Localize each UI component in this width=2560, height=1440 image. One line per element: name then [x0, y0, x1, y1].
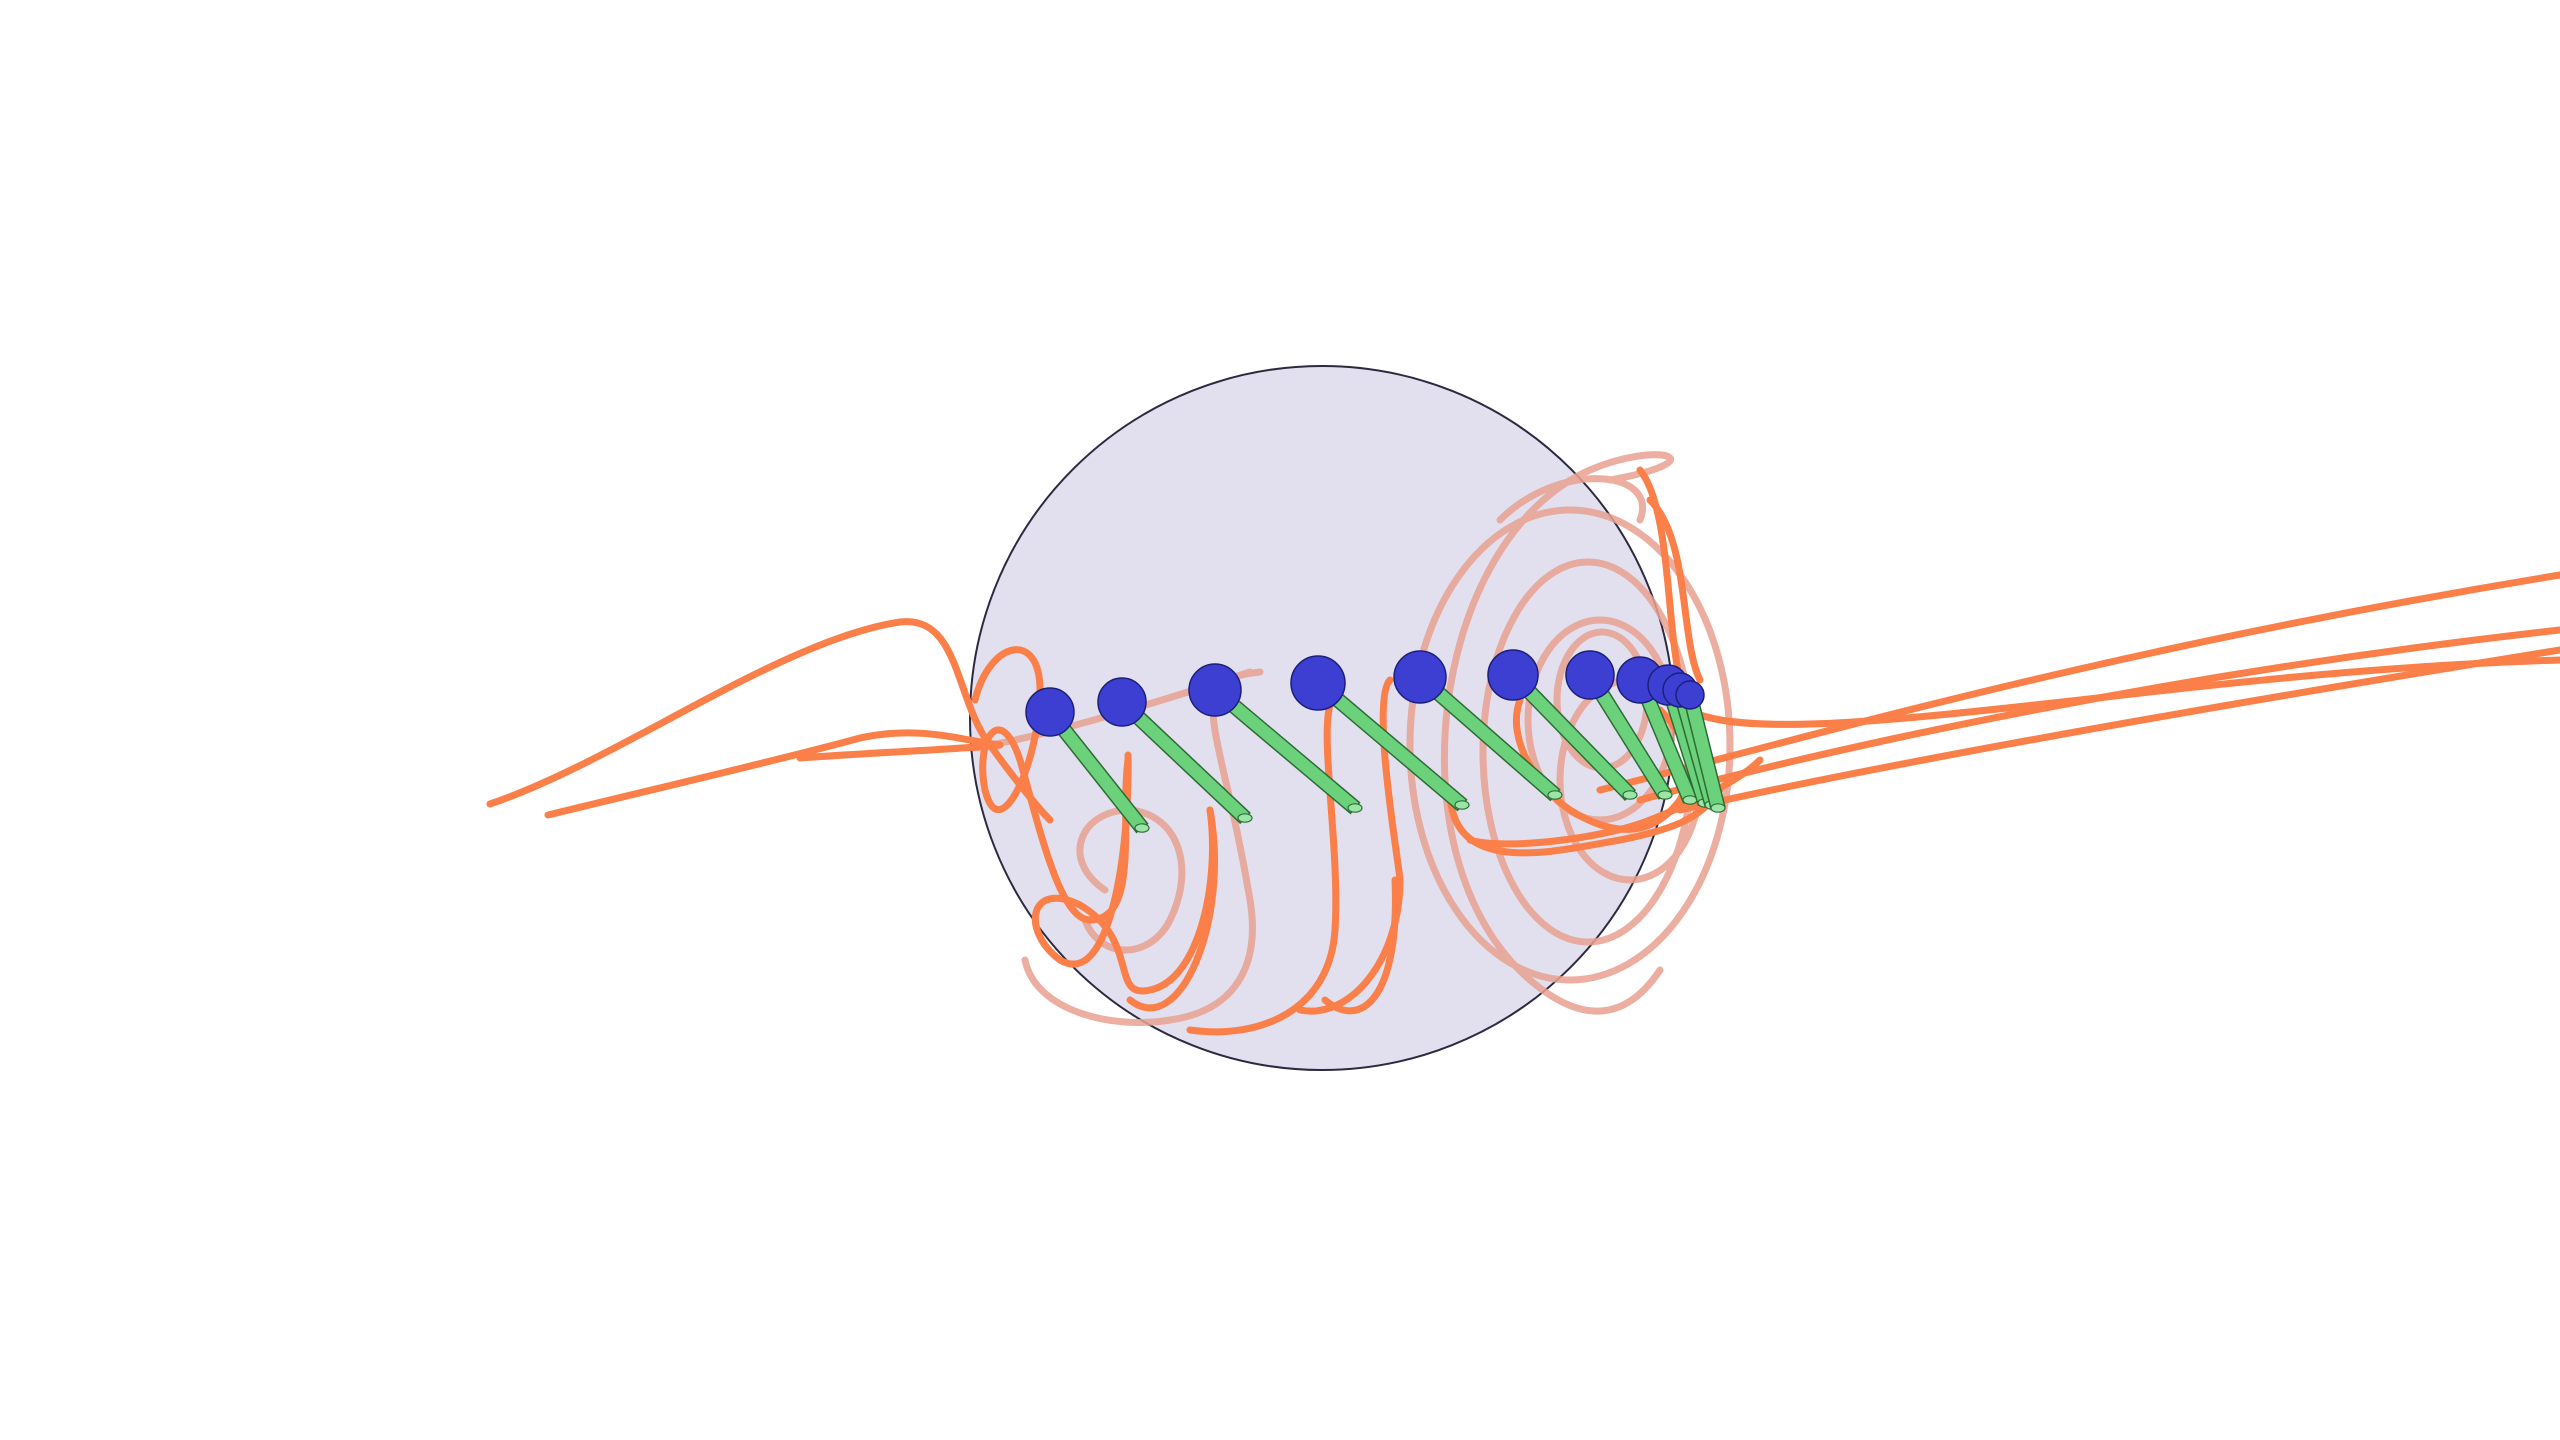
field-line-out-4: [1636, 466, 2560, 728]
spin-ball-1: [1025, 687, 1075, 737]
spin-ball-5: [1393, 650, 1447, 704]
spin-ball-6: [1487, 649, 1539, 701]
field-line-loop-2: [1031, 751, 1216, 995]
spin-rod-cap-6: [1622, 790, 1638, 800]
spin-rod-cap-2: [1237, 813, 1253, 823]
spin-rod-cap-8: [1682, 795, 1698, 805]
spin-rod-cap-11: [1710, 803, 1726, 813]
spin-rod-cap-1: [1134, 823, 1150, 833]
field-line-loop-4: [1186, 701, 1340, 1036]
field-line-left-1: [486, 618, 1054, 824]
spin-rod-cap-7: [1657, 790, 1673, 800]
field-line-left-3: [796, 741, 1004, 762]
field-line-left-2: [544, 729, 1004, 819]
spin-ball-4: [1290, 655, 1346, 711]
field-line-right-low: [1466, 756, 1764, 848]
spin-ball-7: [1565, 650, 1615, 700]
spin-rod-cap-3: [1347, 803, 1363, 813]
spin-ball-3: [1188, 663, 1242, 717]
field-line-out-2: [1636, 626, 2560, 804]
back-loop-1: [1076, 806, 1186, 954]
spin-rod-cap-4: [1454, 800, 1470, 810]
back-ring-2: [1406, 506, 1734, 984]
spin-ball-2: [1097, 677, 1147, 727]
field-line-out-3: [1676, 646, 2560, 814]
back-big-loop: [1440, 451, 1674, 1015]
field-line-loop-3: [1126, 806, 1218, 1012]
spin-chain: [1025, 649, 1726, 834]
field-line-out-5: [1646, 496, 1704, 684]
spin-ball-11: [1675, 680, 1705, 710]
back-ring-1: [1496, 475, 1646, 524]
field-line-out-1: [1596, 571, 2560, 794]
spin-rod-cap-5: [1547, 790, 1563, 800]
